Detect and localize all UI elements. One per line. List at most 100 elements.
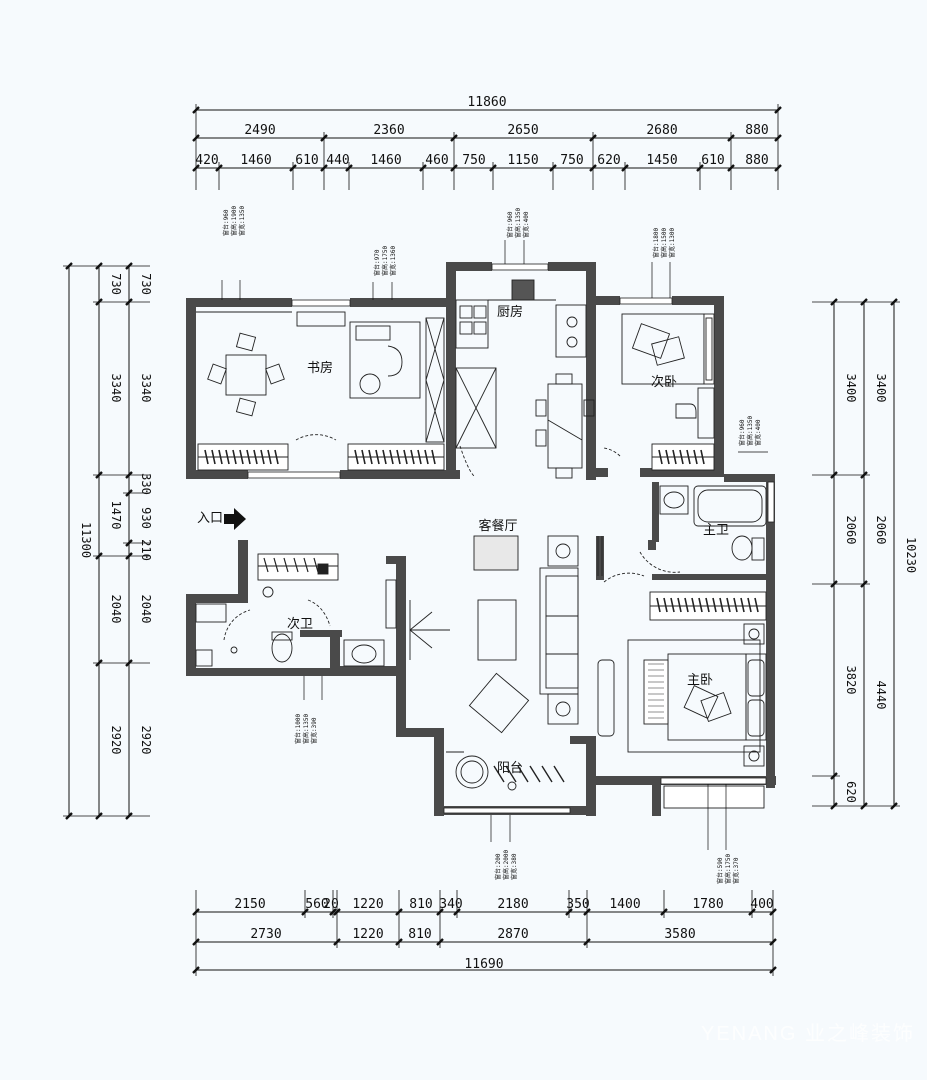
dim-label: 2150 (234, 897, 265, 912)
study-wardrobe-left (197, 443, 289, 471)
room-label-balcony: 阳台 (497, 761, 523, 776)
master-bath-fixtures (639, 485, 767, 573)
room-label-kitchen: 厨房 (497, 304, 523, 320)
windows (247, 263, 775, 814)
dim-label: 1220 (352, 897, 383, 912)
window-note-leaders (221, 240, 768, 850)
note-study-right-height: 窗高:1750 (381, 246, 389, 276)
dim-label: 2490 (244, 123, 275, 138)
dim-label: 460 (425, 153, 448, 168)
right-dimension-labels: 3400 2060 3820 620 3400 2060 4440 10230 (844, 374, 918, 803)
note-study-right-width: 窗宽:1360 (389, 246, 397, 276)
dim-label: 730 (139, 273, 153, 295)
dim-label: 2180 (497, 897, 528, 912)
dim-label: 3820 (844, 666, 858, 695)
entrance-arrow-icon (224, 508, 246, 530)
note-second-bedroom-sill: 窗台:1800 (652, 228, 660, 258)
room-label-master-bedroom: 主卧 (687, 673, 713, 688)
dim-label: 880 (745, 153, 768, 168)
dim-label: 930 (139, 507, 153, 529)
dim-top-total: 11860 (467, 95, 506, 110)
left-dimension-labels: 11300 730 3340 1470 2040 2920 730 3340 3… (79, 273, 153, 754)
note-study-right-sill: 窗台:970 (373, 249, 381, 276)
living-furniture (409, 535, 603, 791)
top-dimensions (192, 104, 782, 190)
dim-label: 20 (323, 897, 339, 912)
dim-label: 2060 (874, 516, 888, 545)
right-dimensions (812, 298, 900, 810)
dim-label: 1450 (646, 153, 677, 168)
dim-label: 3340 (139, 374, 153, 403)
dim-label: 620 (597, 153, 620, 168)
dim-label: 2060 (844, 516, 858, 545)
dim-bottom-total: 11690 (464, 957, 503, 972)
room-label-study: 书房 (307, 360, 333, 376)
dim-label: 400 (750, 897, 773, 912)
walls (186, 262, 776, 816)
dim-label: 1150 (507, 153, 538, 168)
dim-label: 2040 (109, 595, 123, 624)
note-master-bath-height: 窗高:1350 (746, 416, 754, 446)
room-label-master-bath: 主卫 (703, 523, 729, 538)
note-balcony-width: 窗宽:380 (510, 853, 518, 880)
dim-label: 880 (745, 123, 768, 138)
top-dimension-labels: 11860 2490 2360 2650 2680 880 420 1460 6… (195, 95, 768, 168)
note-study-sill: 窗台:960 (222, 209, 230, 236)
dim-label: 2040 (139, 595, 153, 624)
room-label-guest-bath: 次卫 (287, 616, 313, 632)
second-bedroom-furniture (603, 313, 715, 471)
note-master-bedroom-sill: 窗台:590 (716, 857, 724, 884)
note-balcony-sill: 窗台:200 (494, 853, 502, 880)
note-balcony-height: 窗高:2000 (502, 850, 510, 880)
room-label-second-bedroom: 次卧 (651, 374, 677, 390)
dim-label: 340 (439, 897, 462, 912)
dim-label: 1470 (109, 501, 123, 530)
room-labels: 书房 厨房 次卧 入口 客餐厅 次卫 主卫 主卧 阳台 (197, 304, 729, 776)
dim-label: 3580 (664, 927, 695, 942)
dim-label: 1780 (692, 897, 723, 912)
dim-right-total: 10230 (904, 537, 918, 573)
note-second-bedroom-width: 窗宽:1300 (668, 228, 676, 258)
dim-label: 2920 (139, 726, 153, 755)
dim-left-total: 11300 (79, 522, 93, 558)
master-bedroom-furniture (597, 572, 767, 809)
dim-label: 750 (462, 153, 485, 168)
dim-label: 330 (139, 473, 153, 495)
dim-label: 730 (109, 273, 123, 295)
dim-label: 1460 (240, 153, 271, 168)
dim-label: 620 (844, 781, 858, 803)
note-study-height: 窗高:1900 (230, 206, 238, 236)
note-kitchen-height: 窗高:1350 (514, 208, 522, 238)
dim-label: 610 (701, 153, 724, 168)
dim-label: 810 (408, 927, 431, 942)
dim-label: 1400 (609, 897, 640, 912)
dim-label: 810 (409, 897, 432, 912)
note-guest-bath-sill: 窗台:1000 (294, 714, 302, 744)
dim-label: 750 (560, 153, 583, 168)
window-notes: 窗宽:1350 窗高:1900 窗台:960 窗宽:1360 窗高:1750 窗… (222, 206, 762, 884)
bottom-dimensions (192, 890, 777, 976)
note-master-bath-width: 窗宽:400 (754, 419, 762, 446)
note-kitchen-width: 窗宽:400 (522, 211, 530, 238)
dim-label: 210 (139, 539, 153, 561)
dim-label: 2870 (497, 927, 528, 942)
note-guest-bath-height: 窗高:1350 (302, 714, 310, 744)
dim-label: 3400 (844, 374, 858, 403)
dim-label: 4440 (874, 681, 888, 710)
dim-label: 1460 (370, 153, 401, 168)
dim-label: 2730 (250, 927, 281, 942)
dim-label: 610 (295, 153, 318, 168)
study-wardrobe-right (347, 443, 445, 471)
dim-label: 440 (326, 153, 349, 168)
bottom-dimension-labels: 2150 560 20 1220 810 340 2180 350 1400 1… (234, 897, 773, 972)
dim-label: 350 (566, 897, 589, 912)
note-study-width: 窗宽:1350 (238, 206, 246, 236)
dim-label: 560 (305, 897, 328, 912)
note-guest-bath-width: 窗宽:390 (310, 717, 318, 744)
note-master-bedroom-width: 窗宽:370 (732, 857, 740, 884)
dim-label: 2650 (507, 123, 538, 138)
study-furniture (196, 311, 445, 443)
dim-label: 2680 (646, 123, 677, 138)
guest-bath-fixtures (195, 553, 397, 667)
